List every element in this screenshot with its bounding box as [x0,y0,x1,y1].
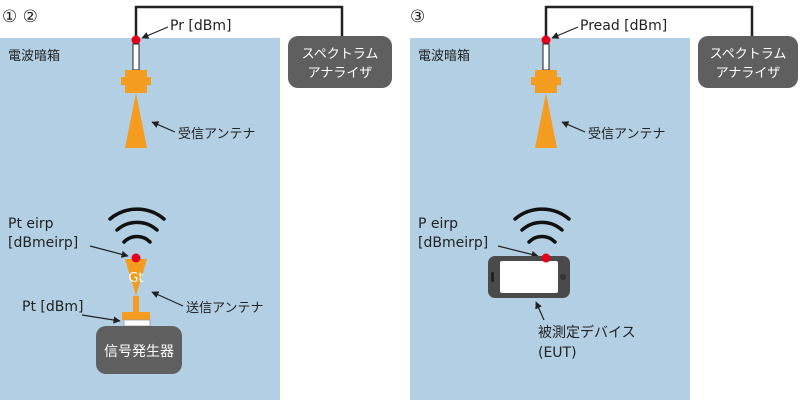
right-analyzer-label-line2: アナライザ [716,66,781,81]
left-rx-antenna-arrow [151,121,176,133]
right-chamber-label: 電波暗箱 [418,48,470,64]
right-eirp-label-line1: P eirp [418,216,458,232]
right-anechoic-chamber [410,38,690,400]
eut-phone-icon [488,256,570,298]
right-rx-antenna-label: 受信アンテナ [588,127,665,142]
left-signal-generator-label: 信号発生器 [104,344,174,360]
left-tx-antenna-arrow [151,291,184,307]
left-analyzer-label-line2: アナライザ [308,66,373,81]
right-analyzer-label-line1: スペクトラム [710,47,787,62]
left-radio-wave-icon [108,207,166,244]
left-tx-power-label: Pt [dBm] [22,299,83,315]
left-cable [134,5,344,40]
left-tx-antenna-label: 送信アンテナ [186,301,263,316]
left-eirp-label-line2: [dBmeirp] [8,235,78,251]
left-tx-point [131,253,141,263]
left-tx-antenna [122,259,150,320]
right-eirp-label-line2: [dBmeirp] [418,235,488,251]
left-signal-generator [96,326,182,374]
right-step-marker: ③ [410,7,425,27]
right-spectrum-analyzer [698,36,798,88]
right-rx-point [541,35,551,45]
left-eirp-label-line1: Pt eirp [8,216,54,232]
right-cable [544,5,754,40]
right-cable-label: Pread [dBm] [580,18,667,34]
right-eut-arrow [535,301,545,321]
left-rx-point [131,35,141,45]
left-rx-antenna [121,43,151,148]
right-eut-point [541,253,551,263]
left-panel: ① ② 電波暗箱 Pr [dBm] スペクトラム アナライザ 受信アンテナ Pt… [0,5,392,400]
right-eut-label-line1: 被測定デバイス [538,324,636,341]
left-signal-generator-connector [123,319,151,327]
right-radio-wave-icon [513,207,571,244]
right-eirp-arrow [497,245,539,258]
right-eut-label-line2: (EUT) [538,345,577,361]
left-cable-label: Pr [dBm] [170,18,231,34]
left-gain-label: Gt [128,271,143,286]
left-eirp-arrow [89,245,129,258]
left-analyzer-label-line1: スペクトラム [302,47,379,62]
left-tx-power-arrow [81,314,121,324]
right-cable-label-arrow [551,26,579,39]
right-rx-antenna-arrow [561,121,586,133]
right-rx-antenna [531,43,561,148]
left-cable-label-arrow [141,26,169,39]
left-rx-antenna-label: 受信アンテナ [178,127,255,142]
left-spectrum-analyzer [288,36,392,88]
left-chamber-label: 電波暗箱 [8,48,60,64]
right-panel: ③ 電波暗箱 Pread [dBm] スペクトラム アナライザ 受信アンテナ P… [410,5,798,400]
left-step-markers: ① ② [2,7,38,27]
